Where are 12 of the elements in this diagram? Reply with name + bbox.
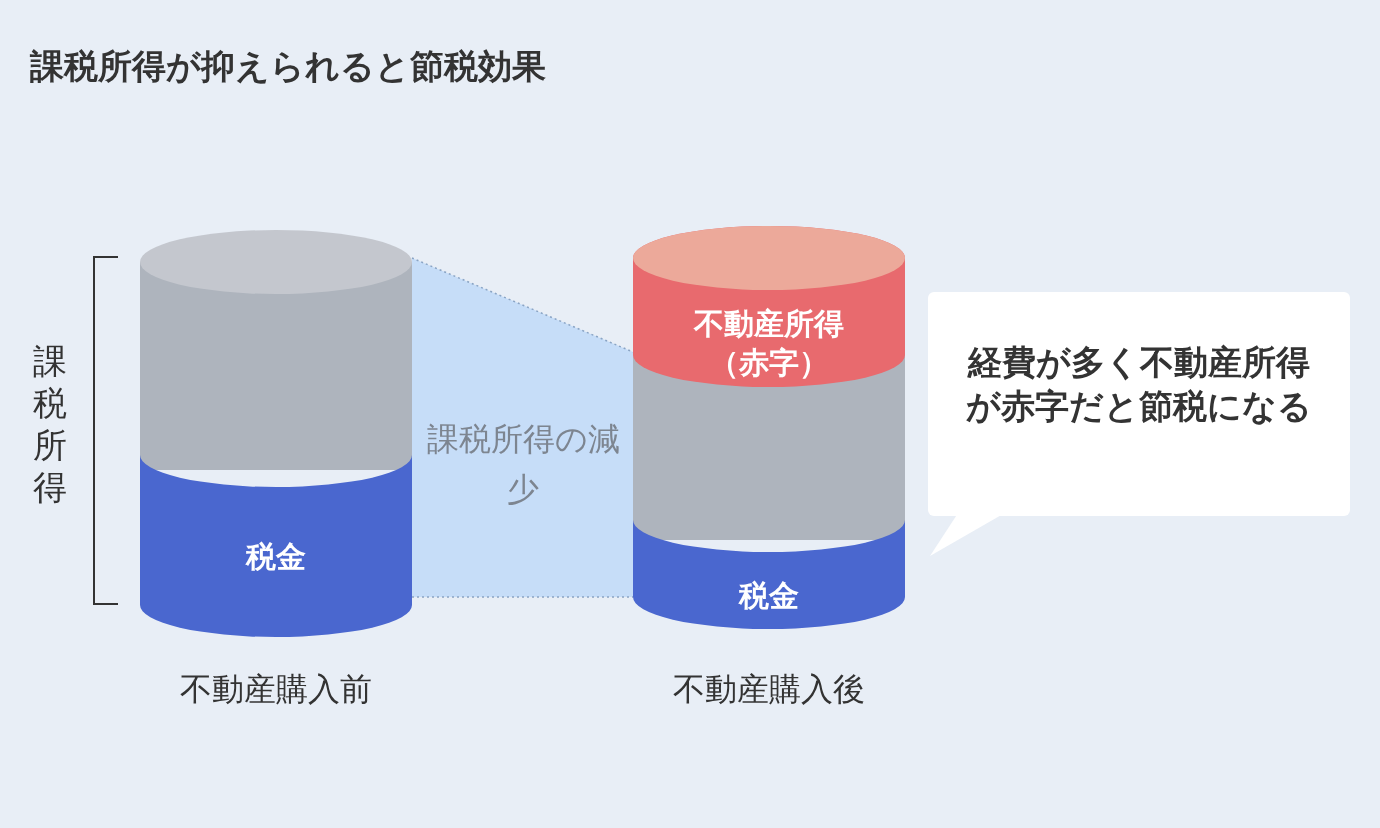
segment-label: 税金 <box>244 538 307 576</box>
reduction-label: 課税所得の減少 <box>425 419 621 510</box>
diagram-title: 課税所得が抑えられると節税効果 <box>30 45 546 88</box>
tax-segment <box>633 520 905 631</box>
tax-segment <box>140 455 412 639</box>
cylinder-caption: 不動産購入前 <box>179 669 373 710</box>
segment-label: 税金 <box>737 577 800 615</box>
bubble-text: 経費が多く不動産所得が赤字だと節税になる <box>965 341 1313 429</box>
segment-label: 不動産所得（赤字） <box>692 305 845 382</box>
deficit-income-segment <box>633 226 905 389</box>
cylinder-caption: 不動産購入後 <box>672 669 866 710</box>
axis-label: 課税所得 <box>32 340 68 508</box>
